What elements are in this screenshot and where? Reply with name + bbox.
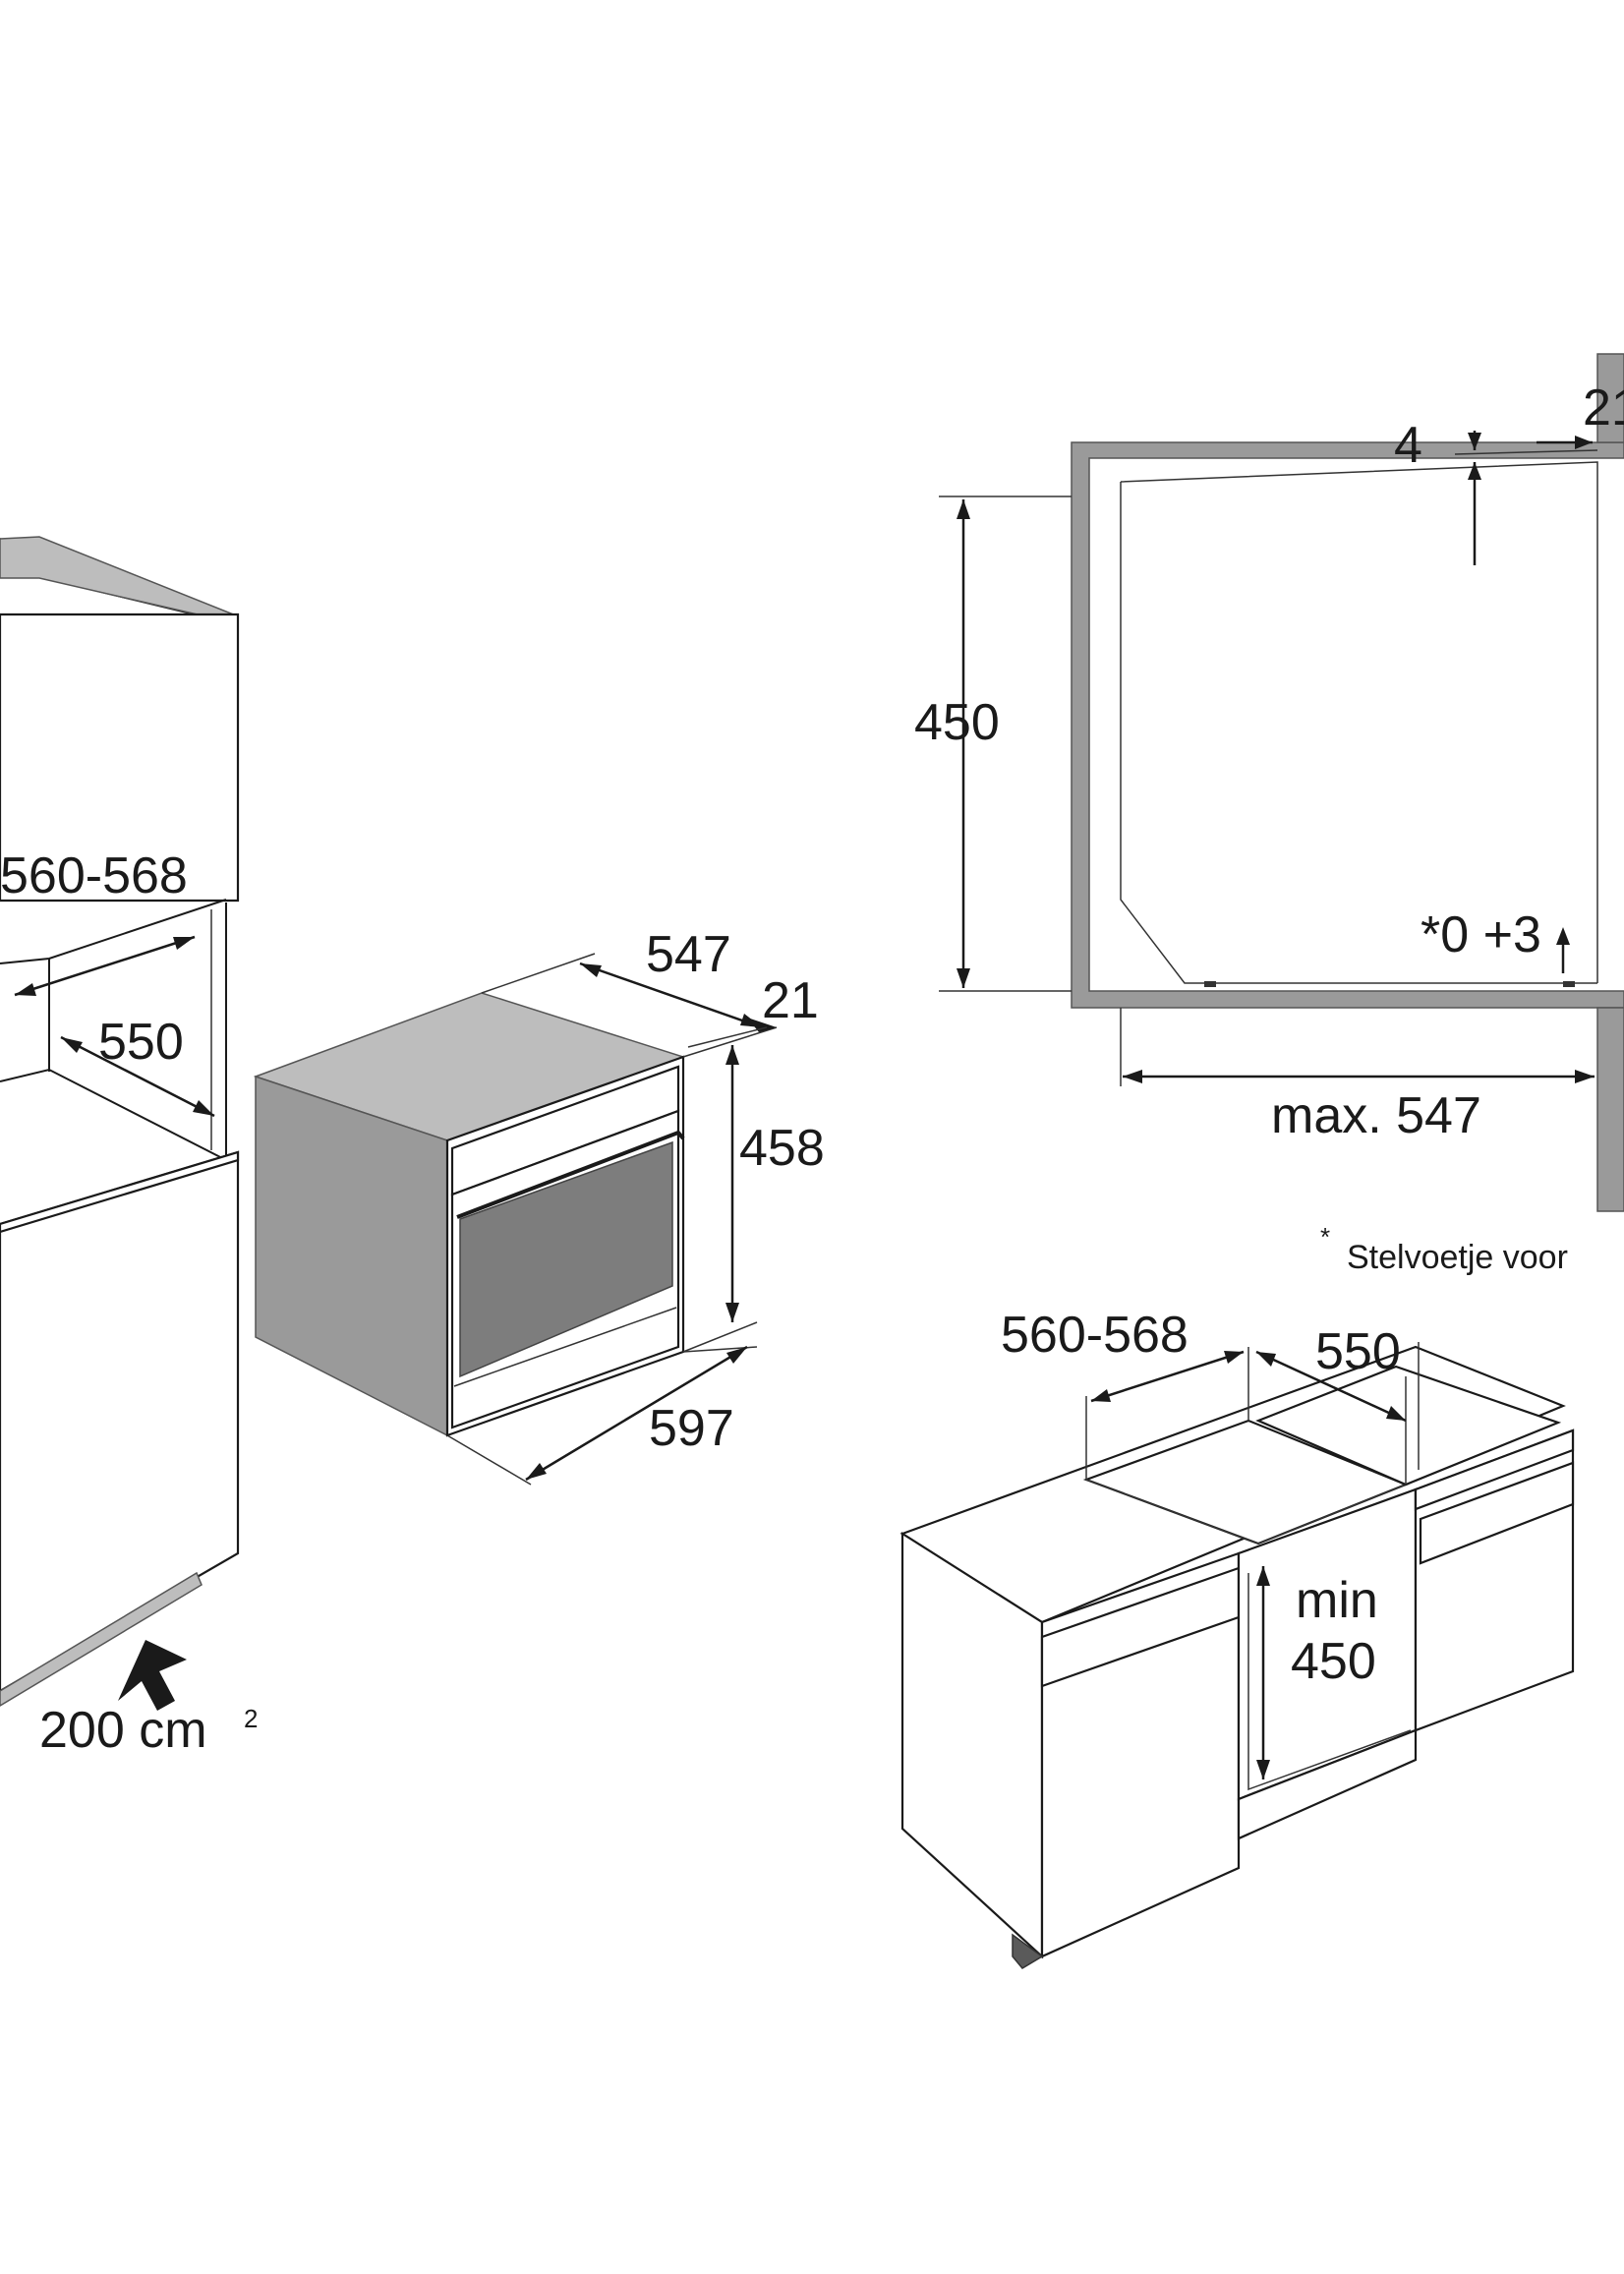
- extension-line: [682, 1321, 758, 1353]
- niche-inner-edge: [1247, 1573, 1412, 1791]
- arrow-head: [1468, 433, 1481, 450]
- top-offset-label: 21: [1583, 379, 1624, 437]
- plinth: [0, 1571, 203, 1707]
- min-value-label: 450: [1291, 1633, 1376, 1690]
- upper-door: [0, 612, 240, 903]
- ventilation-arrow-icon: [118, 1640, 187, 1711]
- niche-top-opening: [1255, 1365, 1562, 1487]
- oven-handle: [456, 1130, 685, 1219]
- niche-top-back: [0, 899, 227, 964]
- lower-door-top: [0, 1150, 240, 1234]
- arrow-head: [1468, 462, 1481, 480]
- arrow-head: [1224, 1351, 1244, 1364]
- oven-window: [459, 1140, 673, 1378]
- arrow-head: [957, 968, 970, 988]
- arrow-head: [15, 983, 36, 996]
- cabinet-top-edge: [0, 536, 237, 624]
- arrow-head: [1575, 436, 1593, 449]
- oven-depth-dimension: [579, 962, 763, 1029]
- ventilation-superscript: 2: [244, 1704, 258, 1733]
- under-counter-cabinet: 560-568 550 min 450: [899, 1307, 1575, 1969]
- arrow-head: [725, 1303, 739, 1322]
- niche-floor-back: [0, 1068, 227, 1161]
- side-section: 21 4 450 *0 +3 max. 547 * Stelvoetje voo…: [914, 353, 1624, 1276]
- depth-dimension-line: [60, 1035, 215, 1118]
- cabinet-section-frame: [1071, 441, 1624, 1009]
- cabinet-width-label: 560-568: [0, 847, 188, 904]
- arrow-head: [747, 1018, 777, 1032]
- oven-depth-label: 547: [646, 926, 731, 983]
- oven-width-dimension: [525, 1345, 748, 1482]
- min-label: min: [1296, 1572, 1378, 1629]
- arrow-head: [957, 499, 970, 519]
- oven-width-label: 597: [649, 1400, 734, 1457]
- footnote-label: Stelvoetje voor: [1347, 1239, 1568, 1276]
- arrow-head: [1256, 1352, 1276, 1367]
- arrow-head: [580, 963, 602, 977]
- lower-door: [0, 1150, 240, 1693]
- counter-depth-dimension: [1255, 1350, 1407, 1423]
- arrow-head: [726, 1347, 747, 1364]
- arrow-head: [1256, 1760, 1270, 1779]
- counter-width-label: 560-568: [1001, 1307, 1189, 1364]
- niche-plinth: [1237, 1728, 1418, 1840]
- oven-height-label: 458: [739, 1120, 825, 1177]
- arrow-head: [1386, 1406, 1406, 1421]
- arrow-head: [1123, 1070, 1142, 1083]
- arrow-head: [193, 1100, 214, 1116]
- extension-line: [446, 1434, 532, 1486]
- cabinet-depth-label: 550: [98, 1014, 184, 1071]
- arrow-head: [61, 1037, 83, 1053]
- plinth-corner: [1012, 1933, 1044, 1969]
- top-panel-section: [1596, 353, 1624, 443]
- extension-line: [682, 1026, 778, 1058]
- top-gap-label: 4: [1394, 417, 1422, 474]
- arrow-head: [1091, 1389, 1111, 1402]
- front-panel-section: [1596, 1007, 1624, 1212]
- arrow-head: [725, 1045, 739, 1065]
- foot: [1204, 981, 1216, 987]
- arrow-head: [1256, 1566, 1270, 1586]
- foot: [1563, 981, 1575, 987]
- ventilation-label: 200 cm: [39, 1702, 207, 1759]
- recess-outline: [1085, 1479, 1407, 1545]
- column-cabinet: 560-568 550 200 cm 2: [0, 536, 258, 1759]
- oven-front-offset-label: 21: [762, 972, 819, 1029]
- arrow-head: [1556, 927, 1570, 945]
- oven-unit: 547 21 458 597: [253, 926, 825, 1486]
- right-cabinet-top-edge: [1414, 1429, 1575, 1511]
- door-bottom-line: [453, 1307, 677, 1387]
- width-dimension-line: [14, 935, 196, 997]
- extension-line: [687, 1026, 768, 1048]
- right-drawer: [1419, 1461, 1575, 1565]
- oven-outline-top: [1120, 461, 1598, 983]
- arrow-head: [173, 937, 195, 950]
- footnote-star: *: [1320, 1222, 1330, 1252]
- top-gap-line: [1454, 449, 1598, 455]
- arrow-head: [1575, 1070, 1595, 1083]
- max-depth-label: max. 547: [1271, 1087, 1481, 1144]
- oven-side-face: [255, 1075, 448, 1437]
- oven-outline-back: [1120, 482, 1597, 984]
- extension-line: [481, 953, 596, 994]
- arrow-head: [526, 1463, 547, 1480]
- counter-depth-label: 550: [1315, 1323, 1401, 1380]
- counter-width-dimension: [1090, 1350, 1245, 1403]
- niche-height-label: 450: [914, 694, 1000, 751]
- adjustment-label: *0 +3: [1421, 906, 1541, 963]
